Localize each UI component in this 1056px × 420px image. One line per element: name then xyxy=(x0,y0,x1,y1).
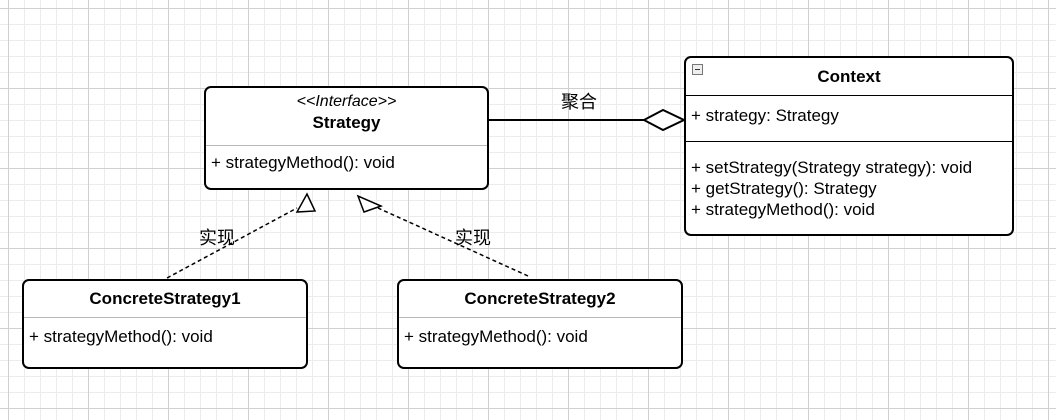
concrete-strategy2-class[interactable]: ConcreteStrategy2 + strategyMethod(): vo… xyxy=(397,279,683,369)
context-class[interactable]: Context + strategy: Strategy + setStrate… xyxy=(684,56,1014,236)
context-attribute: + strategy: Strategy xyxy=(691,106,839,125)
realization-label-2: 实现 xyxy=(455,228,491,249)
realization-arrowhead-2 xyxy=(356,194,384,213)
context-method-set: + setStrategy(Strategy strategy): void xyxy=(691,158,973,177)
context-attributes: + strategy: Strategy xyxy=(686,96,1012,142)
realization-line-2[interactable] xyxy=(377,207,529,277)
strategy-stereotype: <<Interface>> xyxy=(296,93,397,110)
strategy-class[interactable]: <<Interface>> Strategy + strategyMethod(… xyxy=(204,86,489,190)
concrete-strategy1-class[interactable]: ConcreteStrategy1 + strategyMethod(): vo… xyxy=(22,279,308,369)
context-class-name: Context xyxy=(817,67,881,86)
aggregation-label: 聚合 xyxy=(561,92,597,113)
context-methods: + setStrategy(Strategy strategy): void +… xyxy=(686,142,1012,220)
context-method-get: + getStrategy(): Strategy xyxy=(691,179,877,198)
strategy-class-name: Strategy xyxy=(312,113,381,132)
context-header: Context xyxy=(686,58,1012,96)
concrete-strategy2-header: ConcreteStrategy2 xyxy=(399,281,681,318)
concrete-strategy2-name: ConcreteStrategy2 xyxy=(464,289,616,308)
concrete-strategy1-method: + strategyMethod(): void xyxy=(29,327,213,346)
realization-label-1: 实现 xyxy=(199,228,235,249)
strategy-method: + strategyMethod(): void xyxy=(211,153,395,172)
context-method-strategy: + strategyMethod(): void xyxy=(691,200,875,219)
strategy-header: <<Interface>> Strategy xyxy=(206,88,487,146)
collapse-icon[interactable] xyxy=(692,64,703,75)
concrete-strategy1-header: ConcreteStrategy1 xyxy=(24,281,306,318)
realization-arrowhead-1 xyxy=(295,192,317,213)
concrete-strategy2-method: + strategyMethod(): void xyxy=(404,327,588,346)
concrete-strategy1-name: ConcreteStrategy1 xyxy=(89,289,241,308)
aggregation-diamond xyxy=(641,108,687,132)
realization-line-1[interactable] xyxy=(166,207,298,279)
